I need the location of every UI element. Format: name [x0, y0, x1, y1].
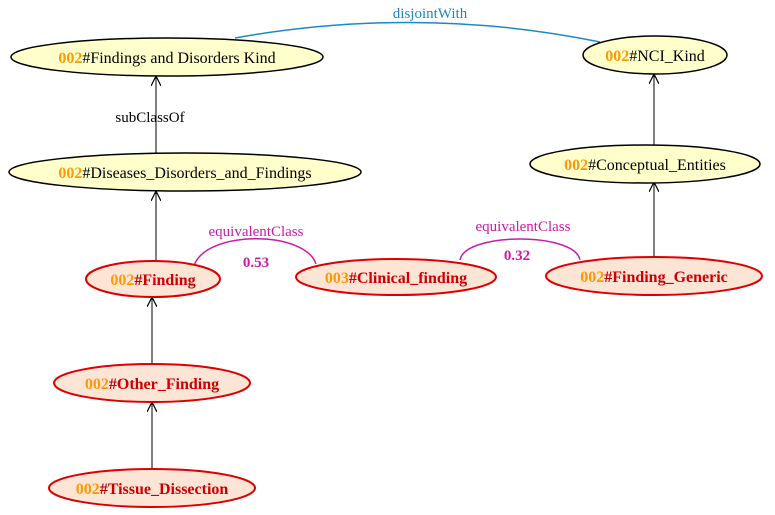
node-label: #Finding [134, 272, 195, 289]
svg-text:002#Finding_Generic: 002#Finding_Generic [580, 269, 728, 286]
svg-text:002#Other_Finding: 002#Other_Finding [85, 376, 219, 393]
svg-text:002#Finding: 002#Finding [110, 272, 195, 289]
svg-text:002#NCI_Kind: 002#NCI_Kind [605, 48, 705, 65]
node-tissue-dissection[interactable]: 002#Tissue_Dissection [48, 468, 256, 508]
node-prefix: 002 [580, 269, 604, 286]
node-findings-and-disorders-kind[interactable]: 002#Findings and Disorders Kind [10, 37, 324, 77]
svg-text:002#Diseases_Disorders_and_Fin: 002#Diseases_Disorders_and_Findings [58, 165, 311, 182]
node-prefix: 002 [110, 272, 134, 289]
node-nci-kind[interactable]: 002#NCI_Kind [582, 35, 728, 75]
node-label: #Finding_Generic [604, 269, 728, 286]
node-label: #Tissue_Dissection [100, 481, 229, 498]
equivalent-label-right: equivalentClass [476, 219, 571, 235]
subclass-label: subClassOf [115, 110, 184, 126]
node-conceptual-entities[interactable]: 002#Conceptual_Entities [529, 144, 761, 184]
node-label: #Findings and Disorders Kind [82, 50, 275, 67]
node-clinical-finding[interactable]: 003#Clinical_finding [295, 258, 497, 296]
equivalent-edge-left [193, 238, 317, 267]
node-label: #Diseases_Disorders_and_Findings [82, 165, 311, 182]
node-prefix: 002 [564, 157, 588, 174]
node-prefix: 003 [325, 270, 349, 287]
svg-text:002#Tissue_Dissection: 002#Tissue_Dissection [76, 481, 229, 498]
node-label: #Clinical_finding [349, 270, 467, 287]
equivalent-label-left: equivalentClass [209, 224, 304, 240]
node-finding-generic[interactable]: 002#Finding_Generic [545, 256, 763, 296]
node-prefix: 002 [76, 481, 100, 498]
node-diseases-disorders-and-findings[interactable]: 002#Diseases_Disorders_and_Findings [8, 152, 362, 192]
node-label: #Conceptual_Entities [588, 157, 726, 174]
svg-text:002#Findings and Disorders Kin: 002#Findings and Disorders Kind [58, 50, 275, 67]
equivalent-score-right: 0.32 [504, 248, 530, 264]
svg-text:002#Conceptual_Entities: 002#Conceptual_Entities [564, 157, 726, 174]
disjoint-edge [234, 21, 601, 43]
svg-text:003#Clinical_finding: 003#Clinical_finding [325, 270, 467, 287]
equivalent-edge-right [459, 238, 581, 261]
node-prefix: 002 [58, 50, 82, 67]
equivalent-score-left: 0.53 [243, 255, 269, 271]
disjoint-label: disjointWith [393, 6, 468, 22]
node-label: #NCI_Kind [629, 48, 705, 65]
node-finding[interactable]: 002#Finding [85, 260, 221, 298]
node-label: #Other_Finding [109, 376, 219, 393]
node-other-finding[interactable]: 002#Other_Finding [53, 363, 251, 403]
node-prefix: 002 [85, 376, 109, 393]
node-prefix: 002 [605, 48, 629, 65]
node-prefix: 002 [58, 165, 82, 182]
